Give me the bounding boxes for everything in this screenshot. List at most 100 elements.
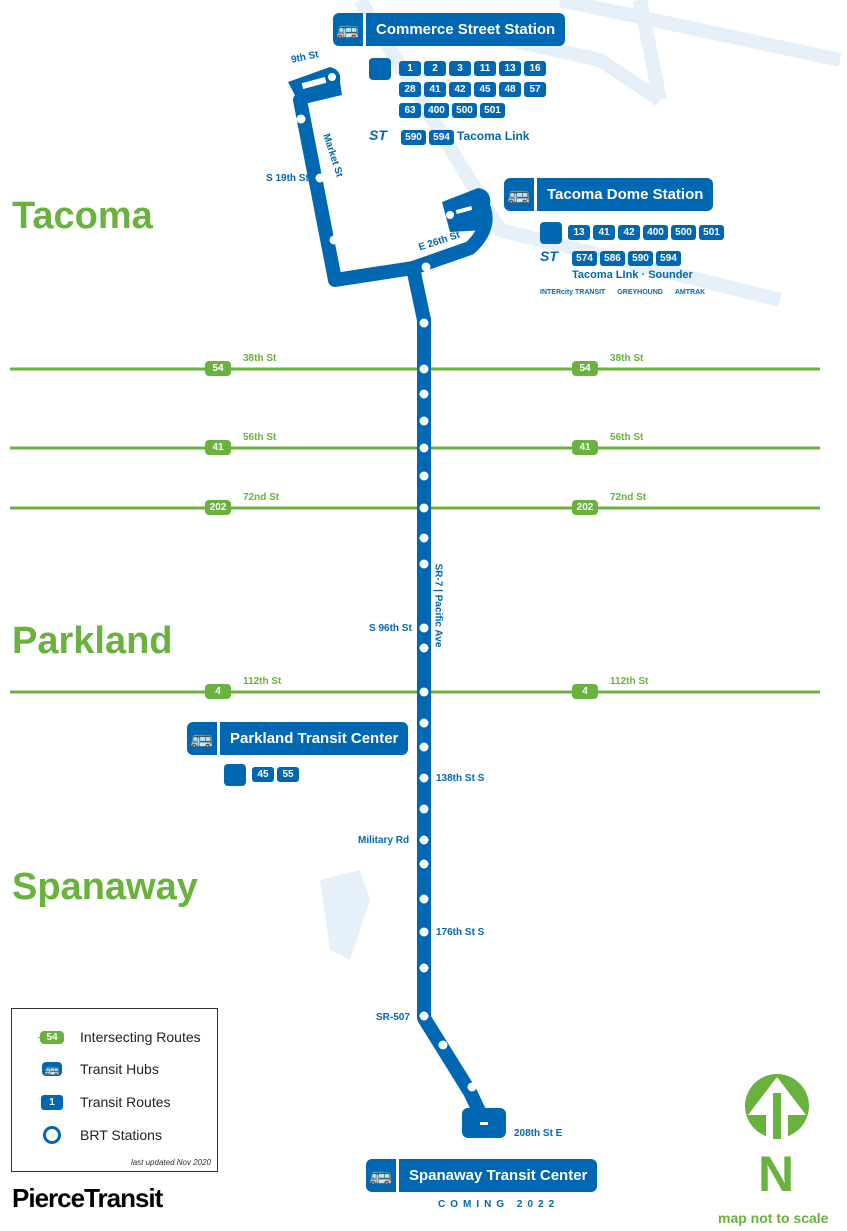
- brt-station[interactable]: [419, 718, 429, 728]
- route-badge[interactable]: 16: [524, 61, 546, 76]
- route-badge[interactable]: 28: [399, 82, 421, 97]
- brt-station[interactable]: [419, 559, 429, 569]
- route-badge[interactable]: 501: [699, 225, 724, 240]
- intersecting-route-badge[interactable]: 202: [572, 500, 598, 515]
- route-badge[interactable]: 1: [399, 61, 421, 76]
- hub-parkland-transit-center[interactable]: 🚌 Parkland Transit Center: [187, 722, 409, 755]
- intersecting-street-label: 72nd St: [610, 492, 647, 503]
- intersecting-route-badge[interactable]: 41: [205, 440, 231, 455]
- intersecting-route-badge[interactable]: 54: [572, 361, 598, 376]
- brt-station[interactable]: [419, 533, 429, 543]
- brt-station[interactable]: [419, 503, 429, 513]
- brt-station[interactable]: [419, 416, 429, 426]
- intersecting-route-badge[interactable]: 4: [572, 684, 598, 699]
- route-badge[interactable]: 42: [449, 82, 471, 97]
- route-badge[interactable]: 574: [572, 251, 597, 266]
- route-badge[interactable]: 55: [277, 767, 299, 782]
- brt-station[interactable]: [419, 643, 429, 653]
- brt-station[interactable]: [419, 742, 429, 752]
- brt-station[interactable]: [419, 894, 429, 904]
- legend-label: Transit Hubs: [80, 1061, 159, 1077]
- brt-line-north: [293, 93, 431, 327]
- city-label-tacoma: Tacoma: [12, 195, 153, 237]
- intersecting-route-badge[interactable]: 202: [205, 500, 231, 515]
- brt-station[interactable]: [419, 687, 429, 697]
- street-label: SR-7 | Pacific Ave: [432, 563, 444, 648]
- intersecting-street-label: 112th St: [243, 676, 282, 687]
- route-badge[interactable]: 594: [656, 251, 681, 266]
- route-badge[interactable]: 63: [399, 103, 421, 118]
- hub-name: Tacoma Dome Station: [537, 178, 714, 211]
- intersecting-route-badge[interactable]: 41: [572, 440, 598, 455]
- brt-station[interactable]: [421, 262, 431, 272]
- route-badge[interactable]: 41: [424, 82, 446, 97]
- route-badge[interactable]: 586: [600, 251, 625, 266]
- intersecting-route-badge[interactable]: 54: [205, 361, 231, 376]
- intersecting-route-badge[interactable]: 4: [205, 684, 231, 699]
- brt-station[interactable]: [419, 364, 429, 374]
- brt-station[interactable]: [419, 443, 429, 453]
- route-badge[interactable]: 590: [401, 130, 426, 145]
- route-badge[interactable]: 48: [499, 82, 521, 97]
- legend-label: Intersecting Routes: [80, 1029, 201, 1045]
- brt-station[interactable]: [419, 471, 429, 481]
- pierce-transit-icon: [540, 222, 562, 244]
- street-label: S 19th St: [266, 173, 309, 184]
- brt-line: [417, 313, 495, 1137]
- route-badge[interactable]: 594: [429, 130, 454, 145]
- brt-station[interactable]: [419, 389, 429, 399]
- brt-station[interactable]: [438, 1040, 448, 1050]
- route-badge[interactable]: 41: [593, 225, 615, 240]
- intersecting-street-label: 72nd St: [243, 492, 280, 503]
- brt-station[interactable]: [419, 1011, 429, 1021]
- hub-commerce-street-station[interactable]: 🚌 Commerce Street Station: [333, 13, 566, 46]
- route-badge[interactable]: 500: [671, 225, 696, 240]
- route-badge[interactable]: 400: [643, 225, 668, 240]
- legend-label: Transit Routes: [80, 1094, 171, 1110]
- route-badge[interactable]: 2: [424, 61, 446, 76]
- brt-station[interactable]: [419, 773, 429, 783]
- brt-station[interactable]: [467, 1082, 477, 1092]
- green-route-badge: 54: [40, 1030, 64, 1044]
- brt-station[interactable]: [296, 114, 306, 124]
- route-badge[interactable]: 3: [449, 61, 471, 76]
- brt-station[interactable]: [419, 318, 429, 328]
- street-label: 208th St E: [514, 1128, 563, 1139]
- route-badge[interactable]: 500: [452, 103, 477, 118]
- route-badge[interactable]: 45: [474, 82, 496, 97]
- street-label: 138th St S: [436, 773, 485, 784]
- hub-name: Commerce Street Station: [366, 13, 566, 46]
- hub-tacoma-dome-station[interactable]: 🚌 Tacoma Dome Station: [504, 178, 714, 211]
- brt-station[interactable]: [419, 623, 429, 633]
- route-badge[interactable]: 590: [628, 251, 653, 266]
- route-badge[interactable]: 42: [618, 225, 640, 240]
- brt-station[interactable]: [329, 235, 339, 245]
- street-label: Military Rd: [358, 835, 410, 846]
- amtrak-logo: AMTRAK: [674, 289, 706, 296]
- hub-spanaway-transit-center[interactable]: 🚌 Spanaway Transit Center: [366, 1159, 598, 1192]
- sound-transit-icon: ST: [540, 248, 558, 264]
- intercity-transit-logo: INTERcity TRANSIT: [540, 289, 606, 296]
- brt-station[interactable]: [419, 963, 429, 973]
- intersecting-street-label: 38th St: [610, 353, 644, 364]
- brt-station[interactable]: [419, 804, 429, 814]
- pierce-transit-logo: PierceTransit: [12, 1183, 163, 1213]
- legend-label: BRT Stations: [80, 1127, 162, 1143]
- brt-station[interactable]: [419, 859, 429, 869]
- north-letter: N: [758, 1146, 795, 1202]
- route-badge[interactable]: 45: [252, 767, 274, 782]
- brt-station[interactable]: [419, 927, 429, 937]
- hub-name: Spanaway Transit Center: [399, 1159, 598, 1192]
- brt-station[interactable]: [419, 835, 429, 845]
- route-badge[interactable]: 400: [424, 103, 449, 118]
- route-badge[interactable]: 13: [499, 61, 521, 76]
- pierce-transit-icon: [224, 764, 246, 786]
- route-badge[interactable]: 501: [480, 103, 505, 118]
- route-badge[interactable]: 57: [524, 82, 546, 97]
- route-badge[interactable]: 13: [568, 225, 590, 240]
- city-label-parkland: Parkland: [12, 620, 173, 662]
- brt-station[interactable]: [315, 173, 325, 183]
- route-badge[interactable]: 11: [474, 61, 496, 76]
